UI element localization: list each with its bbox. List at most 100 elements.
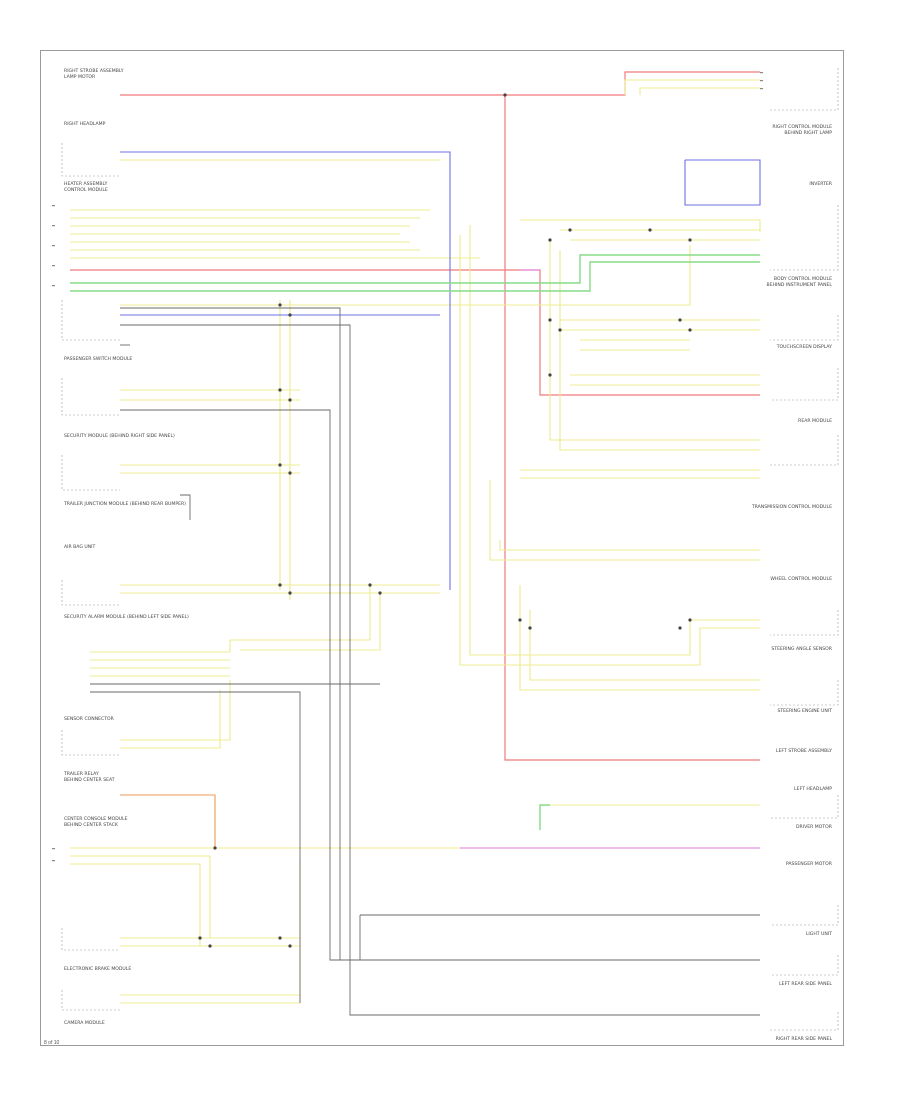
diagram-frame: [40, 50, 844, 1046]
splice: [208, 944, 212, 948]
yellow-wire: [520, 219, 761, 232]
right-component-label: TRANSMISSION CONTROL MODULE: [751, 504, 832, 510]
pin-marker: [52, 245, 55, 247]
red-wire: [120, 71, 760, 96]
splice: [678, 318, 682, 322]
connector-outline: [770, 795, 839, 819]
splice: [688, 618, 692, 622]
yellow-wire: [639, 87, 760, 95]
left-component-label: HEATER ASSEMBLY: [64, 181, 107, 187]
connector-outline: [61, 730, 120, 756]
red-wire: [504, 95, 760, 761]
splice: [518, 618, 522, 622]
splice: [503, 93, 507, 97]
green-wire: [539, 804, 550, 830]
connector-outline: [61, 580, 120, 606]
orange-wire: [120, 794, 216, 848]
splice: [278, 463, 282, 467]
connector-outline: [770, 68, 839, 111]
connector-outline: [770, 905, 839, 926]
left-component-label: CONTROL MODULE: [64, 187, 108, 193]
left-component-label: SECURITY ALARM MODULE (BEHIND LEFT SIDE …: [64, 614, 189, 620]
left-component-label: SENSOR CONNECTOR: [64, 716, 115, 722]
splice: [278, 583, 282, 587]
right-component-label: LEFT HEADLAMP: [794, 786, 832, 792]
left-component-label: RIGHT STROBE ASSEMBLY: [64, 68, 124, 74]
pin-marker: [52, 860, 55, 862]
splice: [288, 313, 292, 317]
splice: [648, 228, 652, 232]
pin-marker: [760, 72, 763, 74]
connector-outline: [61, 300, 120, 341]
yellow-wire: [529, 610, 760, 681]
splice: [288, 944, 292, 948]
right-component-label: REAR MODULE: [798, 418, 832, 424]
connector-outlines: [61, 68, 839, 1031]
right-component-label: LEFT STROBE ASSEMBLY: [776, 748, 832, 754]
orange-wires: [120, 794, 216, 848]
splice: [548, 373, 552, 377]
right-component-label: STEERING ANGLE SENSOR: [771, 646, 832, 652]
splices: [198, 93, 692, 948]
green-wire: [70, 261, 760, 292]
gray-wire: [120, 324, 760, 1016]
yellow-wire: [519, 585, 760, 691]
left-component-label: LAMP MOTOR: [64, 74, 96, 80]
yellow-wire: [240, 593, 381, 651]
splice: [678, 626, 682, 630]
connector-outline: [770, 205, 839, 271]
splice: [278, 936, 282, 940]
yellow-wire: [459, 235, 760, 666]
splice: [528, 626, 532, 630]
splice: [548, 318, 552, 322]
yellow-wire: [120, 690, 221, 749]
pin-marker: [52, 265, 55, 267]
yellow-wire: [624, 79, 760, 95]
right-component-label: INVERTER: [809, 181, 832, 187]
right-component-label: WHEEL CONTROL MODULE: [770, 576, 832, 582]
left-component-label: ELECTRONIC BRAKE MODULE: [64, 966, 131, 972]
left-component-label: CAMERA MODULE: [64, 1020, 105, 1026]
connector-outline: [770, 435, 839, 466]
right-component-label: DRIVER MOTOR: [796, 824, 833, 830]
connector-outline: [61, 455, 120, 491]
yellow-wire: [489, 480, 760, 561]
pin-marker: [760, 80, 763, 82]
yellow-wire: [549, 240, 760, 441]
splice: [548, 238, 552, 242]
splice: [278, 303, 282, 307]
left-component-label: BEHIND CENTER SEAT: [64, 777, 115, 783]
right-component-label: LIGHT UNIT: [806, 931, 832, 937]
right-component-label: BEHIND INSTRUMENT PANEL: [767, 282, 833, 288]
yellow-wire: [229, 585, 371, 652]
left-component-label: CENTER CONSOLE MODULE: [64, 816, 128, 822]
left-component-label: TRAILER RELAY: [63, 771, 99, 777]
splice: [213, 846, 217, 850]
splice: [568, 228, 572, 232]
pin-marker: [52, 225, 55, 227]
gray-wire: [180, 494, 191, 520]
connector-outline: [61, 378, 120, 416]
left-component-label: AIR BAG UNIT: [64, 544, 96, 550]
splice: [558, 328, 562, 332]
right-component-label: TOUCHSCREEN DISPLAY: [776, 344, 832, 350]
yellow-wire: [499, 540, 760, 551]
blue-wire: [120, 151, 451, 590]
pin-markers: [52, 72, 763, 862]
yellow-wire: [559, 250, 760, 451]
connector-outline: [770, 315, 839, 341]
pin-marker: [52, 205, 55, 207]
right-component-label: LEFT REAR SIDE PANEL: [779, 981, 832, 987]
left-component-label: RIGHT HEADLAMP: [64, 121, 106, 127]
connector-outline: [61, 143, 120, 177]
pin-marker: [52, 285, 55, 287]
green-wire: [70, 254, 760, 284]
connector-outline: [770, 368, 839, 401]
right-component-label: RIGHT CONTROL MODULE: [772, 124, 832, 130]
gray-wire: [120, 307, 341, 960]
splice: [378, 591, 382, 595]
gray-wires: [90, 307, 760, 1016]
